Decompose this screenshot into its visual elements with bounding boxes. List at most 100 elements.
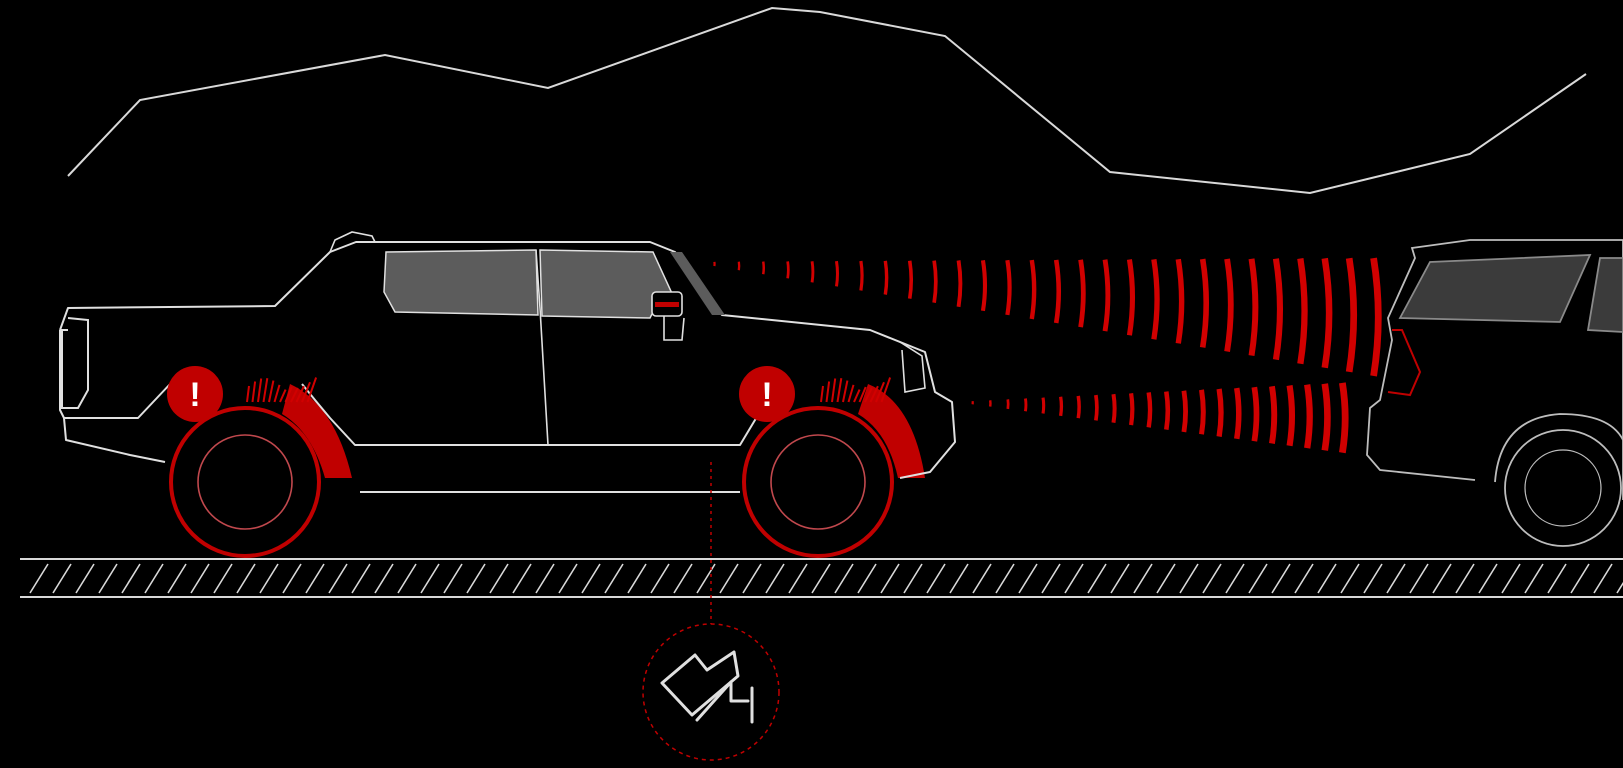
radar-stripe	[836, 261, 837, 286]
vibration-mark	[247, 386, 249, 402]
road-hatch-line	[720, 564, 738, 593]
road-hatch-line	[1594, 564, 1612, 593]
radar-stripe	[1061, 397, 1062, 416]
radar-stripe	[1325, 384, 1328, 451]
radar-stripe	[1272, 386, 1274, 443]
road-hatch-line	[1318, 564, 1336, 593]
road-hatch-line	[743, 564, 761, 593]
road-hatch-line	[513, 564, 531, 593]
radar-stripe	[1276, 259, 1280, 360]
road-hatch-line	[352, 564, 370, 593]
radar-stripe	[861, 261, 862, 290]
road-hatch-line	[1295, 564, 1313, 593]
brake-pedal-icon	[662, 652, 752, 722]
radar-stripe	[1113, 394, 1114, 423]
mirror-stem	[664, 316, 684, 340]
road-hatch-line	[214, 564, 232, 593]
radar-stripe	[1081, 260, 1084, 327]
road-hatch-line	[375, 564, 393, 593]
radar-stripe	[1149, 392, 1150, 427]
road-hatch-line	[145, 564, 163, 593]
vibration-mark	[838, 378, 842, 402]
road-hatch-line	[559, 564, 577, 593]
road-hatch-line	[1617, 564, 1623, 593]
road-hatch-line	[904, 564, 922, 593]
road-hatch-line	[1157, 564, 1175, 593]
radar-stripe	[1342, 383, 1345, 453]
road-hatch-line	[1111, 564, 1129, 593]
vibration-mark	[264, 378, 268, 402]
radar-stripe	[1096, 395, 1097, 420]
road-hatch-line	[1433, 564, 1451, 593]
brake-callout-circle	[643, 624, 779, 760]
lead-vehicle-rear-glass	[1400, 255, 1590, 322]
upper-radar-beam	[714, 258, 1378, 376]
radar-stripe	[983, 260, 985, 310]
front-wheel	[744, 408, 892, 556]
radar-stripe	[1184, 391, 1186, 432]
radar-stripe	[1032, 260, 1034, 319]
road-hatch-line	[1065, 564, 1083, 593]
radar-stripe	[788, 261, 789, 278]
radar-stripe	[1078, 396, 1079, 418]
radar-stripe	[1007, 260, 1009, 315]
radar-stripe	[1374, 258, 1379, 376]
radar-stripe	[1178, 259, 1181, 343]
front-wheel-alert-badge: !	[739, 366, 795, 422]
road-hatch-line	[766, 564, 784, 593]
road-hatch-line	[444, 564, 462, 593]
road-hatch-line	[1203, 564, 1221, 593]
road-hatch-line	[950, 564, 968, 593]
road-hatch-line	[1226, 564, 1244, 593]
road-hatch-line	[467, 564, 485, 593]
road	[20, 559, 1623, 597]
road-hatch-line	[674, 564, 692, 593]
vibration-mark	[854, 390, 860, 402]
road-hatch-line	[237, 564, 255, 593]
road-hatch-line	[306, 564, 324, 593]
road-hatch-line	[398, 564, 416, 593]
radar-stripe	[885, 261, 886, 295]
road-hatch-line	[1456, 564, 1474, 593]
road-hatch-line	[30, 564, 48, 593]
mirror-camera	[655, 302, 679, 307]
vibration-mark	[253, 381, 256, 402]
radar-stripe	[1219, 389, 1221, 437]
road-hatch-line	[651, 564, 669, 593]
road-hatch-line	[628, 564, 646, 593]
road-hatch-line	[99, 564, 117, 593]
radar-stripe	[1227, 259, 1231, 352]
exclamation-icon: !	[189, 376, 200, 414]
vibration-mark	[275, 385, 280, 402]
road-hatching	[30, 564, 1623, 593]
vibration-mark	[269, 381, 273, 402]
road-hatch-line	[973, 564, 991, 593]
road-hatch-line	[421, 564, 439, 593]
radar-stripe	[1300, 259, 1304, 364]
radar-stripe	[1043, 398, 1044, 414]
radar-stripe	[934, 261, 936, 303]
mountain-horizon	[68, 8, 1586, 193]
road-hatch-line	[858, 564, 876, 593]
road-hatch-line	[1387, 564, 1405, 593]
road-hatch-line	[1180, 564, 1198, 593]
road-hatch-line	[1410, 564, 1428, 593]
radar-stripe	[1254, 387, 1256, 441]
road-hatch-line	[927, 564, 945, 593]
road-hatch-line	[490, 564, 508, 593]
road-hatch-line	[1571, 564, 1589, 593]
road-hatch-line	[536, 564, 554, 593]
road-hatch-line	[1548, 564, 1566, 593]
lead-vehicle-wheel	[1505, 430, 1621, 546]
rear-window	[384, 250, 538, 315]
radar-stripe	[1290, 385, 1292, 445]
radar-stripe	[1252, 259, 1256, 356]
ego-vehicle: ! !	[60, 232, 955, 556]
vibration-mark	[280, 390, 286, 402]
road-hatch-line	[1479, 564, 1497, 593]
exclamation-icon: !	[761, 376, 772, 414]
road-hatch-line	[1525, 564, 1543, 593]
radar-stripe	[1131, 393, 1132, 425]
road-hatch-line	[260, 564, 278, 593]
vibration-mark	[258, 379, 261, 402]
